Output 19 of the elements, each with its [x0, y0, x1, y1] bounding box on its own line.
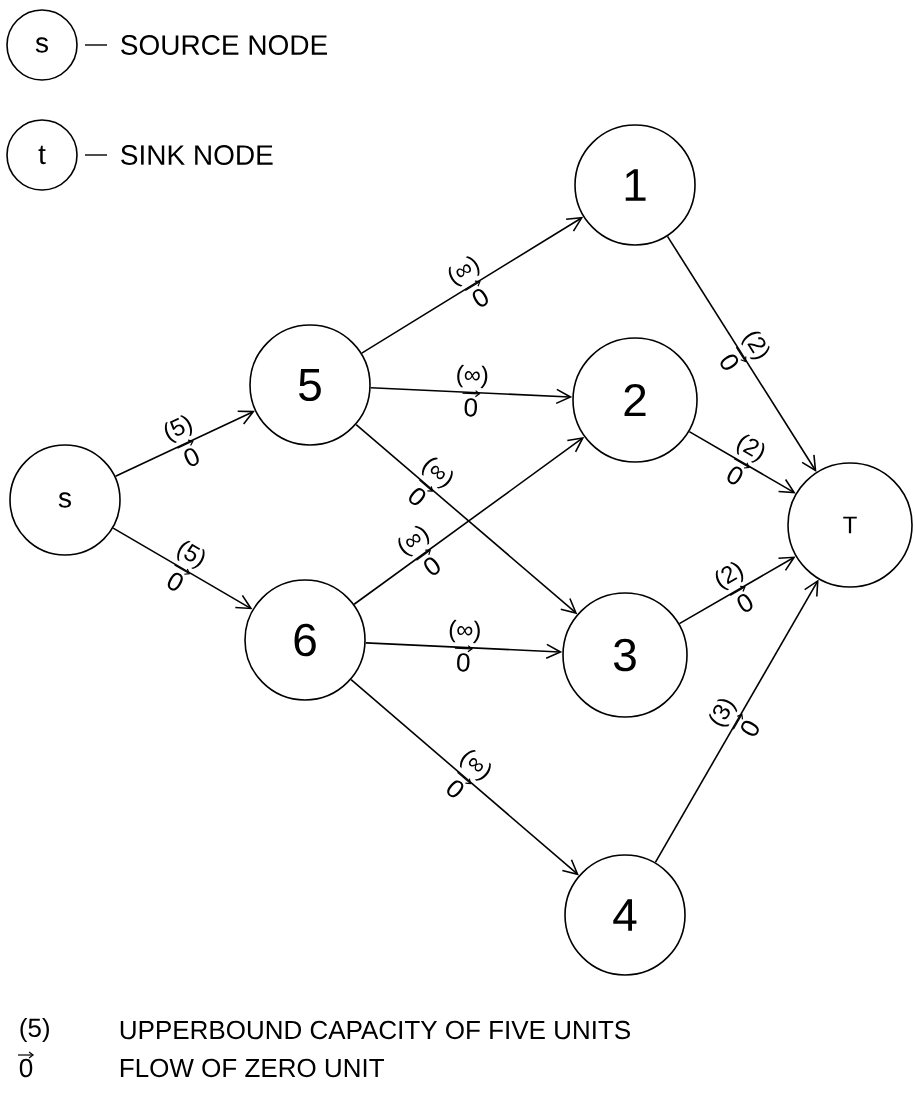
legend-text: UPPERBOUND CAPACITY OF FIVE UNITS — [120, 1020, 630, 1040]
arrow — [350, 678, 579, 876]
arrow — [678, 556, 796, 625]
arrow — [360, 216, 584, 354]
arrow — [364, 642, 563, 660]
legend-text: FLOW OF ZERO UNIT — [120, 1058, 384, 1078]
arrow — [114, 410, 255, 478]
arrow — [688, 430, 796, 494]
flow-label: 0 — [461, 390, 481, 417]
arrow — [666, 235, 817, 472]
capacity-label: (∞) — [457, 364, 488, 389]
flow-label: 0 — [454, 645, 473, 672]
arrow — [654, 579, 819, 864]
arrow — [112, 527, 253, 610]
capacity-label: (∞) — [449, 619, 480, 644]
node-description: SOURCE NODE — [121, 35, 328, 55]
node-description: SINK NODE — [121, 145, 273, 165]
legend-symbol: (5) — [20, 1017, 49, 1043]
arrow — [369, 387, 573, 405]
